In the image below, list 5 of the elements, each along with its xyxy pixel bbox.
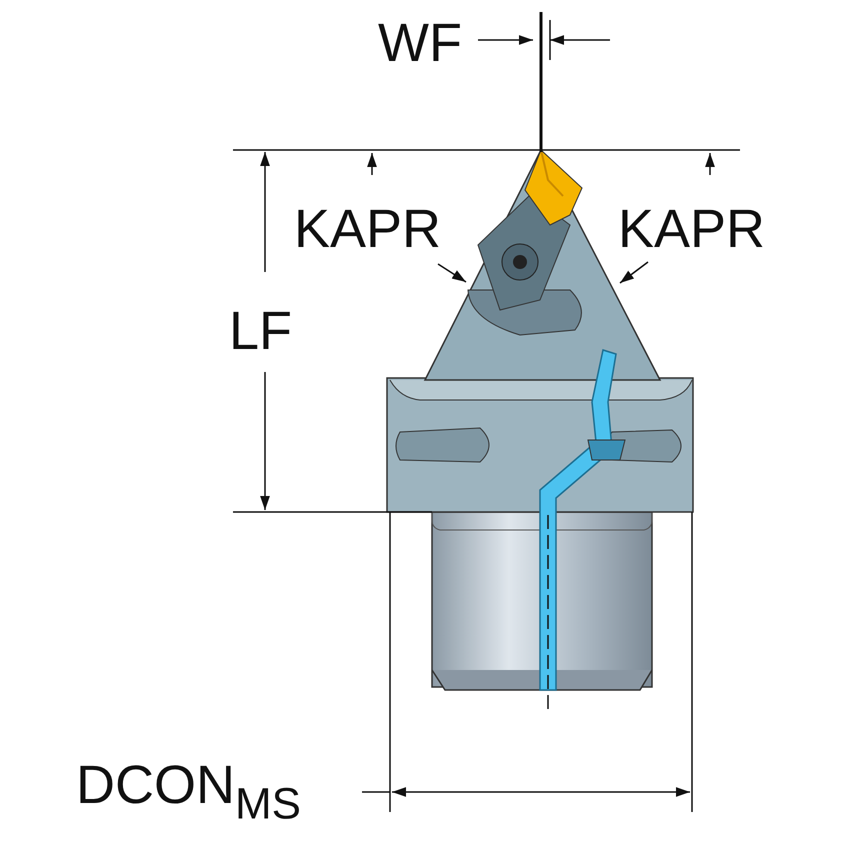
dimension-label: WF: [378, 16, 462, 70]
dimension-label: DCON$_{MS}$: [76, 758, 301, 826]
dimension-label: KAPR: [618, 202, 766, 256]
dimension-label: LF: [229, 304, 292, 358]
dimension-label: KAPR: [294, 202, 442, 256]
